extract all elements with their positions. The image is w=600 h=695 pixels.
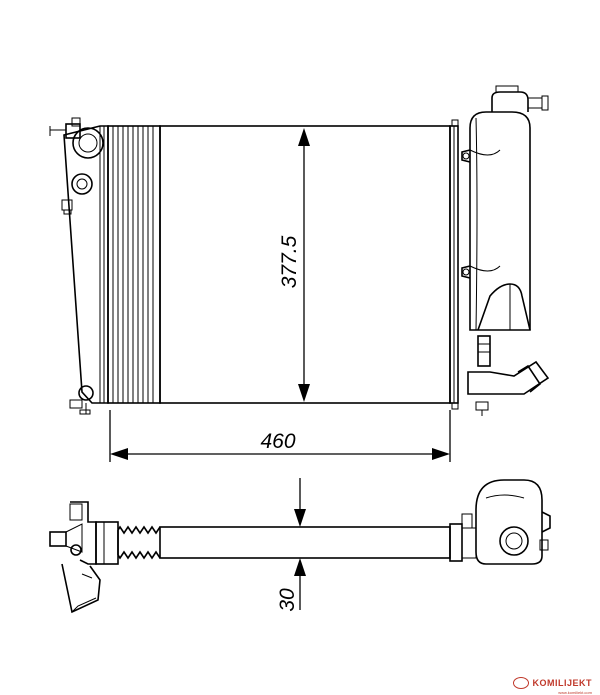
width-dimension: 460 xyxy=(109,410,451,462)
filler-cap xyxy=(491,91,529,112)
brand-name: KOMILIJEKT xyxy=(532,678,592,688)
depth-dimension: 30 xyxy=(276,478,312,612)
inlet-pipe-fitting xyxy=(72,127,104,159)
outlet-pipe xyxy=(467,360,550,395)
width-dimension-label: 460 xyxy=(260,430,295,453)
bellows-section xyxy=(117,525,161,560)
brand-tagline: www.komiliekt.com xyxy=(558,690,592,695)
right-tank-top xyxy=(449,479,551,565)
brand-mark-icon xyxy=(513,677,530,689)
expansion-tank xyxy=(449,85,550,416)
left-tank xyxy=(49,117,109,415)
brand-logo: KOMILIJEKT www.komiliekt.com xyxy=(513,677,592,695)
height-dimension: 377.5 xyxy=(278,128,310,402)
drain-plug xyxy=(71,173,93,195)
radiator-front-view xyxy=(49,85,550,416)
radiator-fin-stack xyxy=(107,125,161,404)
outlet-fitting-top xyxy=(499,526,529,556)
height-dimension-label: 377.5 xyxy=(278,235,301,288)
radiator-core xyxy=(159,125,451,404)
core-top-strip xyxy=(159,526,451,559)
left-hose-end xyxy=(49,501,119,614)
depth-dimension-label: 30 xyxy=(276,588,299,612)
